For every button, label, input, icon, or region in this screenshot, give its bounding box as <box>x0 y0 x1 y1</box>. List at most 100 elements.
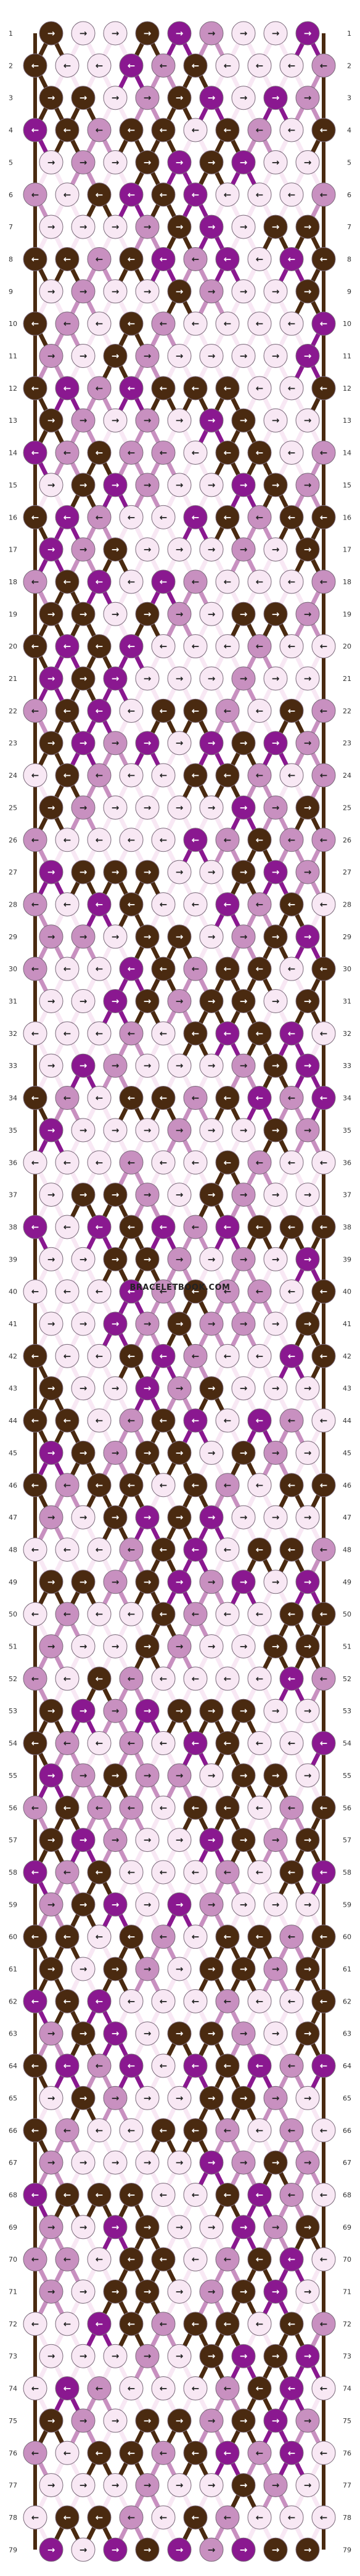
knot: → <box>231 150 256 174</box>
knot-circle <box>247 1086 272 1111</box>
knot-circle <box>23 1086 47 1111</box>
knot-circle <box>231 1183 256 1207</box>
knot: → <box>135 1247 160 1271</box>
knot: ← <box>279 505 304 529</box>
knot: ← <box>23 892 47 916</box>
knot-arrow-icon: ← <box>224 1157 232 1168</box>
knot-arrow-icon: ← <box>192 1221 200 1233</box>
knot-arrow-icon: → <box>304 2415 312 2426</box>
knot-arrow-icon: → <box>47 157 55 168</box>
knot-circle <box>311 1860 336 1885</box>
knot-arrow-icon: → <box>240 1383 248 1394</box>
knot-arrow-icon: ← <box>96 1415 104 1426</box>
knot-arrow-icon: → <box>304 2544 312 2555</box>
knot-arrow-icon: ← <box>288 318 296 329</box>
knot: → <box>135 279 160 304</box>
knot: ← <box>87 1021 112 1046</box>
knot: ← <box>87 1537 112 1562</box>
knot-circle <box>71 1311 96 1336</box>
knot-arrow-icon: ← <box>288 60 296 71</box>
knot: ← <box>119 634 144 659</box>
knot-arrow-icon: → <box>272 2286 280 2297</box>
knot-arrow-icon: ← <box>31 2254 39 2265</box>
knot-arrow-icon: ← <box>96 189 104 200</box>
knot-circle <box>55 53 80 78</box>
knot: ← <box>311 1086 336 1111</box>
knot-arrow-icon: ← <box>256 1286 264 1297</box>
knot-arrow-icon: → <box>47 351 55 362</box>
knot: → <box>103 601 128 626</box>
knot: ← <box>247 118 272 142</box>
knot-arrow-icon: ← <box>256 1028 264 1039</box>
knot-arrow-icon: → <box>47 2157 55 2168</box>
knot-arrow-icon: → <box>272 996 280 1007</box>
knot-arrow-icon: ← <box>192 2447 200 2458</box>
knot-arrow-icon: ← <box>224 253 232 264</box>
knot-arrow-icon: → <box>80 2480 88 2491</box>
knot-arrow-icon: ← <box>63 1415 72 1426</box>
knot: → <box>71 150 96 174</box>
knot: → <box>295 601 320 626</box>
knot: ← <box>215 634 240 659</box>
knot-arrow-icon: → <box>144 2415 152 2426</box>
knot-circle <box>279 1343 304 1368</box>
knot-arrow-icon: → <box>304 1318 312 1329</box>
knot-arrow-icon: → <box>176 1060 184 1071</box>
row-number-right: 51 <box>343 1643 351 1651</box>
knot-circle <box>103 1247 128 1271</box>
knot: ← <box>247 2505 272 2530</box>
knot: ← <box>311 2182 336 2207</box>
knot: → <box>167 924 192 949</box>
knot-arrow-icon: ← <box>224 512 232 523</box>
knot: → <box>199 2537 224 2562</box>
knot-circle <box>311 1473 336 1498</box>
knot-arrow-icon: → <box>80 931 88 942</box>
row-number-left: 74 <box>9 2385 17 2393</box>
knot-arrow-icon: ← <box>224 60 232 71</box>
knot: ← <box>151 247 176 271</box>
knot-circle <box>295 1763 320 1788</box>
knot-arrow-icon: → <box>47 1835 55 1846</box>
knot: ← <box>23 2312 47 2336</box>
knot-arrow-icon: ← <box>224 899 232 910</box>
knot-circle <box>215 247 240 271</box>
row-number-left: 69 <box>9 2223 17 2232</box>
knot-circle <box>183 2312 208 2336</box>
knot-circle <box>231 86 256 110</box>
knot: ← <box>279 2505 304 2530</box>
knot-circle <box>231 2150 256 2175</box>
knot-circle <box>263 1828 288 1853</box>
row-number-left: 77 <box>9 2482 17 2490</box>
knot-arrow-icon: → <box>112 2222 120 2233</box>
row-number-right: 33 <box>343 1062 351 1070</box>
knot: → <box>231 795 256 820</box>
knot-circle <box>55 1666 80 1691</box>
knot-circle <box>247 182 272 207</box>
knot: ← <box>183 698 208 723</box>
knot-arrow-icon: ← <box>96 318 104 329</box>
knot-arrow-icon: → <box>80 2157 88 2168</box>
knot-arrow-icon: ← <box>256 1480 264 1491</box>
knot-circle <box>199 2344 224 2368</box>
knot-arrow-icon: → <box>208 1253 216 1265</box>
knot: → <box>39 1183 63 1207</box>
knot-circle <box>311 1666 336 1691</box>
knot-arrow-icon: ← <box>320 318 328 329</box>
knot-arrow-icon: ← <box>31 1093 39 1104</box>
knot: → <box>39 2150 63 2175</box>
knot-circle <box>167 1118 192 1143</box>
knot: ← <box>215 505 240 529</box>
knot: ← <box>247 2247 272 2272</box>
row-number-left: 75 <box>9 2417 17 2425</box>
knot: → <box>295 989 320 1013</box>
knot-arrow-icon: ← <box>288 1544 296 1555</box>
knot: ← <box>23 182 47 207</box>
knot: → <box>263 2085 288 2110</box>
knot: ← <box>247 634 272 659</box>
knot-arrow-icon: ← <box>31 2189 39 2200</box>
knot-circle <box>247 1150 272 1175</box>
knot: ← <box>279 634 304 659</box>
knot: ← <box>215 1343 240 1368</box>
knot: ← <box>183 182 208 207</box>
